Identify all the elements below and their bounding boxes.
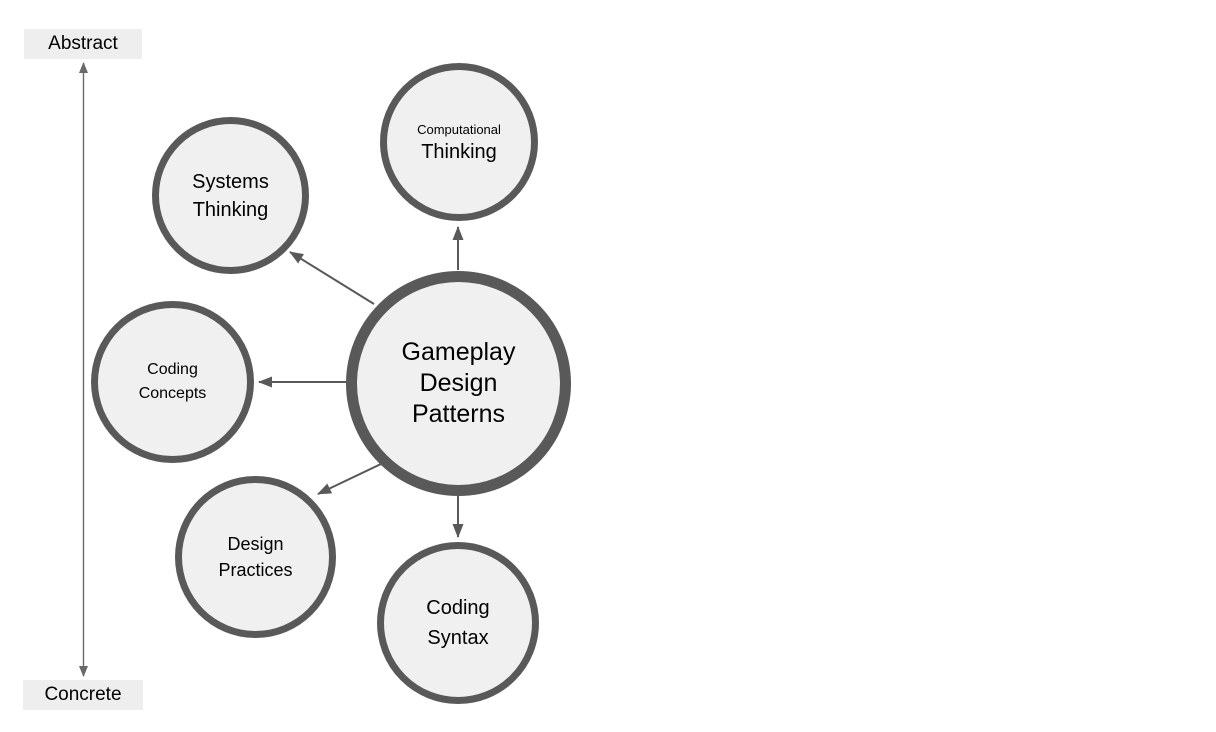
edge-central-to-systems (289, 251, 375, 305)
node-label-line: Thinking (192, 198, 269, 221)
node-design-practices: Design Practices (175, 476, 336, 638)
node-label-line: Design (227, 534, 284, 554)
node-label-line: Gameplay (401, 338, 516, 366)
edge-central-to-design-practices (317, 462, 384, 495)
axis-label-abstract: Abstract (24, 29, 142, 59)
node-gameplay-design-patterns: Gameplay Design Patterns (346, 271, 571, 496)
node-label-line: Design (419, 369, 498, 397)
node-computational-thinking: Computational Thinking (380, 63, 538, 221)
node-coding-syntax: Coding Syntax (377, 542, 539, 704)
node-label-line: Computational (417, 121, 501, 137)
node-label-line: Coding (147, 361, 198, 378)
node-label-line: Coding (426, 597, 490, 619)
node-label-line: Systems (192, 170, 269, 193)
node-label-line: Concepts (138, 385, 207, 402)
node-coding-concepts: Coding Concepts (91, 301, 254, 463)
node-label-line: Syntax (427, 627, 489, 649)
node-label-line: Patterns (411, 400, 506, 428)
node-systems-thinking: Systems Thinking (152, 117, 309, 274)
axis-label-concrete: Concrete (23, 680, 143, 710)
node-label-line: Practices (218, 560, 293, 580)
node-label-line: Thinking (421, 140, 497, 163)
